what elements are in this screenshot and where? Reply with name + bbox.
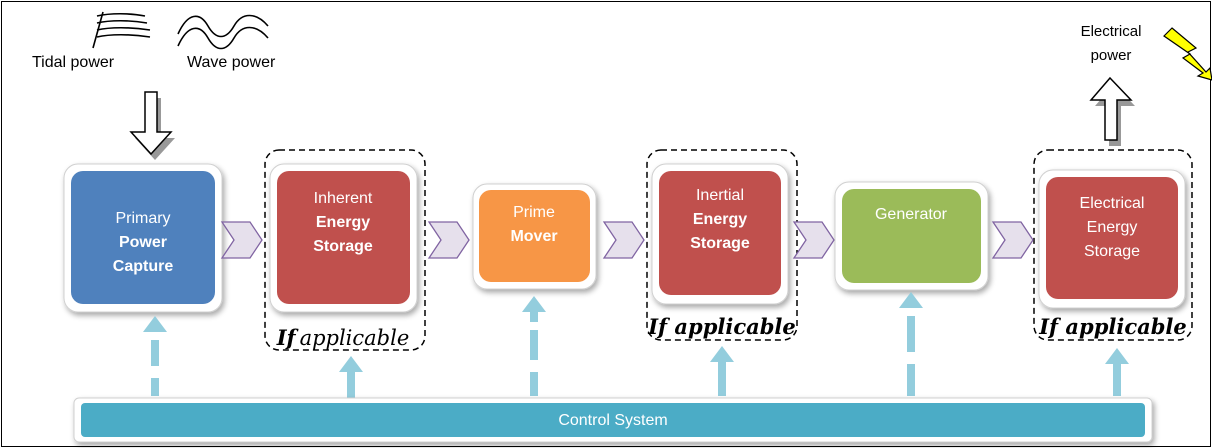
generator-block: Generator [834, 181, 989, 291]
electrical-energy-storage-block: Electrical Energy Storage [1038, 169, 1186, 309]
primary-line2: Power [119, 234, 167, 251]
electrical-power-label-line1: Electrical [1081, 23, 1142, 40]
chevron-3 [602, 221, 645, 259]
primary-line1: Primary [115, 210, 170, 227]
inherent-line3: Storage [313, 238, 373, 255]
prime-line1: Prime [513, 204, 555, 221]
connector-primary [143, 316, 167, 396]
if-applicable-boundary-inertial [646, 149, 798, 341]
electrical-power-label-line2: power [1091, 47, 1132, 64]
chevron-arrows [220, 221, 1034, 259]
tidal-lines-icon [92, 11, 151, 49]
wave-icon [177, 14, 269, 50]
down-arrow-icon [129, 91, 175, 160]
if-applicable-boundary-electrical [1033, 149, 1193, 341]
inherent-line1: Inherent [314, 190, 373, 207]
electrical-line2: Energy [1087, 219, 1138, 236]
prime-mover-block: Prime Mover [472, 183, 597, 290]
electrical-line1: Electrical [1080, 195, 1145, 212]
control-system-label: Control System [558, 412, 667, 429]
chevron-1 [220, 221, 263, 259]
control-system-bar: Control System [73, 397, 1153, 443]
prime-line2: Mover [510, 228, 557, 245]
inherent-energy-storage-block: Inherent Energy Storage [269, 163, 418, 313]
chevron-4 [792, 221, 835, 259]
generator-line1: Generator [875, 206, 948, 223]
connector-inertial [710, 346, 734, 396]
control-connectors [143, 292, 1129, 398]
inertial-line2: Energy [693, 211, 747, 228]
primary-power-capture-block: Primary Power Capture [63, 163, 223, 313]
wave-power-label: Wave power [187, 54, 276, 71]
primary-line3: Capture [113, 258, 174, 275]
inertial-energy-storage-block: Inertial Energy Storage [651, 163, 789, 305]
inertial-line1: Inertial [696, 187, 744, 204]
electrical-line3: Storage [1084, 243, 1140, 260]
if-applicable-label-2: If applicable [647, 314, 796, 339]
connector-inherent [339, 356, 363, 398]
if-applicable-boundary-inherent [264, 149, 426, 351]
inertial-line3: Storage [690, 235, 750, 252]
connector-prime [522, 296, 546, 396]
chevron-5 [991, 221, 1034, 259]
if-applicable-label-3: If applicable [1038, 314, 1187, 339]
chevron-2 [427, 221, 470, 259]
up-arrow-icon [1089, 76, 1135, 146]
connector-electrical [1105, 348, 1129, 396]
tidal-power-label: Tidal power [32, 54, 115, 71]
lightning-icon [1163, 27, 1212, 81]
inherent-line2: Energy [316, 214, 370, 231]
connector-generator [899, 292, 923, 396]
